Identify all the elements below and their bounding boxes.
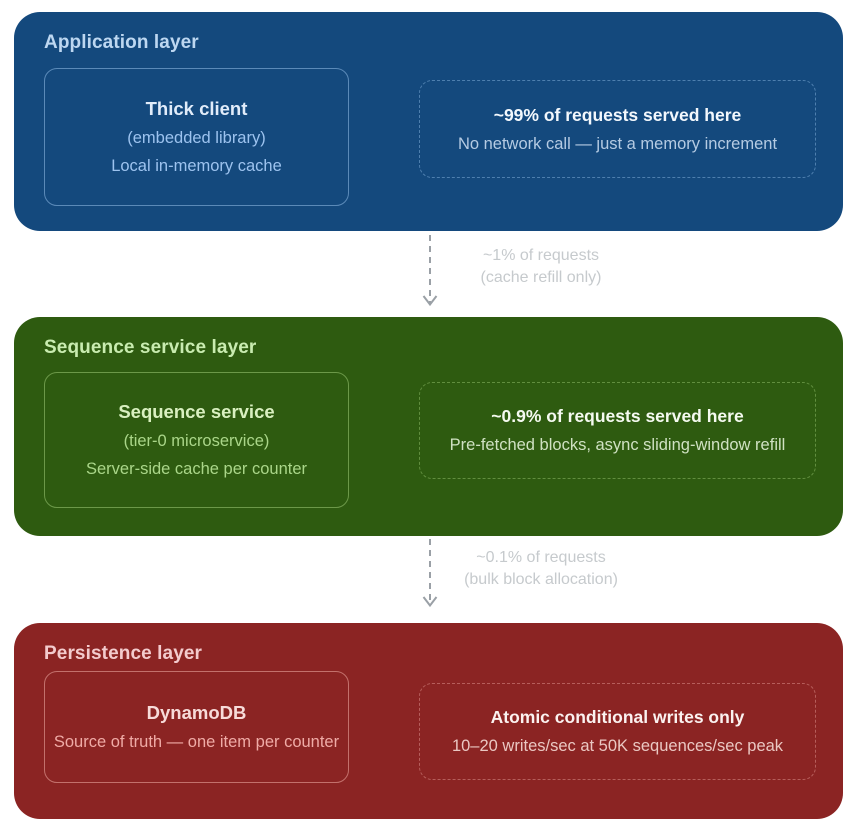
note-application-subtitle: No network call — just a memory incremen… bbox=[457, 134, 778, 153]
node-dynamodb: DynamoDB Source of truth — one item per … bbox=[44, 671, 349, 783]
node-thick-client-line: Local in-memory cache bbox=[111, 157, 282, 175]
node-sequence-service-line: Server-side cache per counter bbox=[85, 460, 308, 478]
layer-sequence-service: Sequence service layer Sequence service … bbox=[14, 317, 843, 536]
layer-application: Application layer Thick client (embedded… bbox=[14, 12, 843, 231]
note-sequence-title: ~0.9% of requests served here bbox=[491, 406, 744, 426]
node-dynamodb-title: DynamoDB bbox=[146, 702, 247, 723]
arrow-label-line: (cache refill only) bbox=[480, 269, 602, 286]
note-persistence-subtitle: 10–20 writes/sec at 50K sequences/sec pe… bbox=[451, 737, 784, 755]
arrow-label-app-to-sequence: ~1% of requests (cache refill only) bbox=[441, 245, 641, 289]
arrow-label-line: (bulk block allocation) bbox=[464, 571, 618, 588]
note-sequence: ~0.9% of requests served here Pre-fetche… bbox=[419, 382, 816, 479]
node-thick-client: Thick client (embedded library) Local in… bbox=[44, 68, 349, 206]
layer-sequence-title: Sequence service layer bbox=[44, 337, 257, 358]
down-arrow-icon bbox=[419, 538, 441, 614]
node-dynamodb-line: Source of truth — one item per counter bbox=[53, 733, 340, 751]
arrow-label-line: ~1% of requests bbox=[482, 247, 600, 264]
layer-persistence: Persistence layer DynamoDB Source of tru… bbox=[14, 623, 843, 819]
arrow-label-line: ~0.1% of requests bbox=[476, 549, 606, 566]
note-sequence-subtitle: Pre-fetched blocks, async sliding-window… bbox=[449, 436, 786, 454]
note-persistence: Atomic conditional writes only 10–20 wri… bbox=[419, 683, 816, 780]
down-arrow-icon bbox=[419, 234, 441, 313]
node-sequence-service: Sequence service (tier-0 microservice) S… bbox=[44, 372, 349, 508]
arrow-label-sequence-to-persistence: ~0.1% of requests (bulk block allocation… bbox=[441, 547, 641, 591]
node-sequence-service-line: (tier-0 microservice) bbox=[123, 432, 270, 450]
layer-persistence-title: Persistence layer bbox=[44, 643, 203, 664]
layer-application-title: Application layer bbox=[44, 32, 199, 53]
note-application-title: ~99% of requests served here bbox=[493, 104, 742, 125]
node-thick-client-title: Thick client bbox=[145, 98, 248, 119]
note-persistence-title: Atomic conditional writes only bbox=[490, 707, 745, 727]
node-thick-client-line: (embedded library) bbox=[127, 129, 266, 147]
node-sequence-service-title: Sequence service bbox=[118, 401, 275, 422]
note-application: ~99% of requests served here No network … bbox=[419, 80, 816, 178]
